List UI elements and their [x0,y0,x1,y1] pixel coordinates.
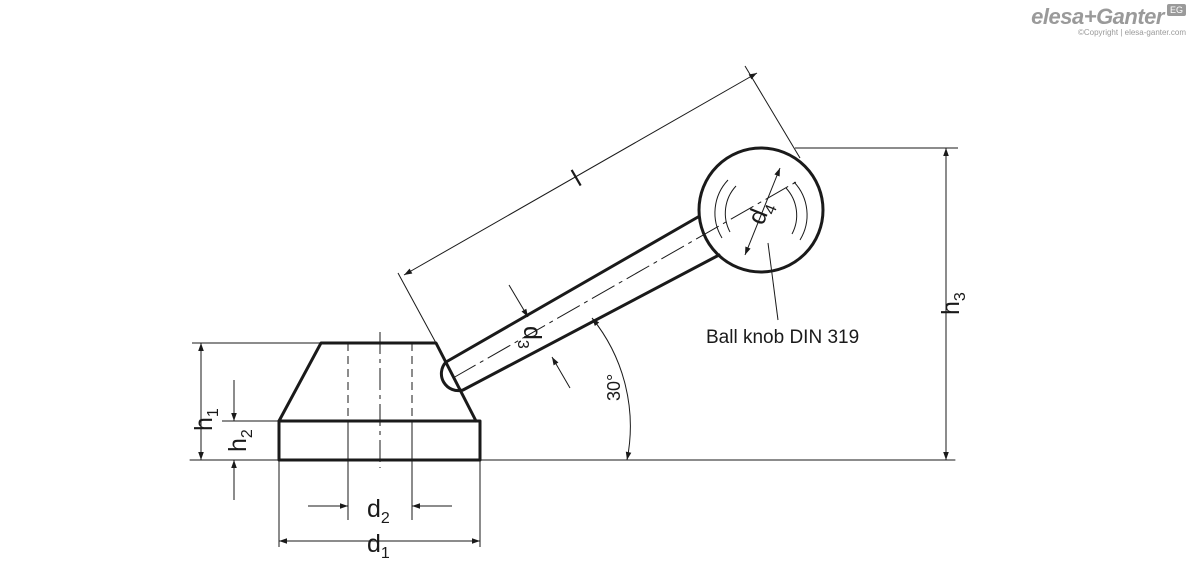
svg-text:d3: d3 [514,326,546,349]
label-d1: d1 [367,530,390,562]
svg-text:h2: h2 [224,429,256,452]
brand-name: elesa+Ganter [1031,4,1164,29]
svg-text:h3: h3 [937,292,969,315]
dimension-labels: l d3 d4 30° Ball knob DIN 319 h1 h2 h3 d… [190,165,969,562]
label-d4: d4 [743,197,781,230]
svg-text:d4: d4 [743,197,781,230]
dimension-lines [192,65,958,544]
hidden-lines [278,181,797,547]
label-angle: 30° [604,374,624,401]
brand-copyright: ©Copyright | elesa-ganter.com [1077,28,1186,37]
brand-mark: EG [1166,4,1186,16]
base-cone [277,341,478,423]
label-h1: h1 [190,408,222,431]
label-h3: h3 [937,292,969,315]
part-outline [189,146,956,462]
label-d2: d2 [367,495,390,527]
label-h2: h2 [224,429,256,452]
label-l: l [567,165,586,192]
label-d3: d3 [514,326,546,349]
svg-text:h1: h1 [190,408,222,431]
label-ball-knob: Ball knob DIN 319 [706,327,859,348]
lever-shaft [439,215,721,393]
